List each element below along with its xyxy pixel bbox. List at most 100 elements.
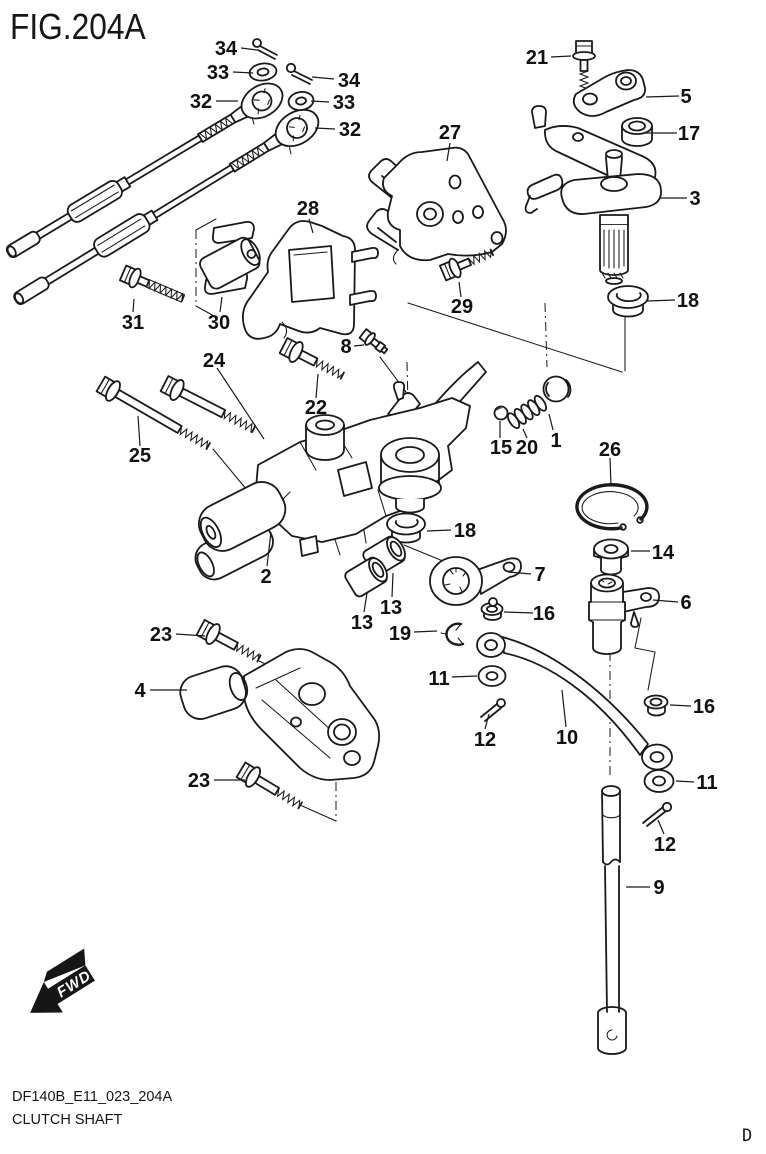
callout-leader-7 bbox=[507, 571, 532, 575]
callout-31: 31 bbox=[122, 312, 144, 334]
callout-29: 29 bbox=[451, 296, 473, 318]
callout-13: 13 bbox=[351, 612, 373, 634]
callout-leader-20 bbox=[522, 428, 528, 439]
callout-16: 16 bbox=[693, 696, 715, 718]
callout-leader-34 bbox=[240, 47, 258, 51]
part-15-ball bbox=[493, 405, 509, 421]
callout-14: 14 bbox=[652, 542, 675, 564]
part-33-washer-b bbox=[287, 91, 315, 111]
part-13-bushing-b bbox=[344, 556, 388, 598]
callout-2: 2 bbox=[260, 566, 271, 588]
page-letter: D bbox=[742, 1126, 753, 1146]
part-11-washer-b bbox=[643, 769, 675, 793]
part-32-cable-a bbox=[5, 82, 284, 259]
figure-title: FIG.204A bbox=[10, 6, 146, 47]
callout-32: 32 bbox=[339, 119, 361, 141]
part-7-lever bbox=[429, 556, 522, 607]
callout-20: 20 bbox=[516, 437, 538, 459]
callout-23: 23 bbox=[150, 624, 172, 646]
part-14-bushing bbox=[593, 538, 629, 576]
callout-16: 16 bbox=[533, 603, 555, 625]
part-10-link-rod bbox=[476, 632, 673, 771]
callout-leader-19 bbox=[413, 630, 438, 633]
callout-leader-10 bbox=[561, 689, 567, 728]
callout-leader-29 bbox=[458, 281, 462, 298]
part-34-pin-b bbox=[285, 62, 313, 85]
callout-13: 13 bbox=[380, 597, 402, 619]
callout-8: 8 bbox=[340, 336, 351, 358]
part-4-bracket bbox=[179, 648, 381, 781]
callout-leader-8 bbox=[353, 344, 365, 347]
callout-leader-22 bbox=[315, 373, 319, 399]
callout-leader-34 bbox=[311, 76, 335, 80]
callout-leader-23 bbox=[175, 633, 206, 637]
callout-24: 24 bbox=[203, 350, 226, 372]
callout-33: 33 bbox=[207, 62, 229, 84]
callout-leader-13 bbox=[391, 572, 394, 598]
part-12-cotter-pin-b bbox=[642, 801, 673, 827]
part-11-washer-a bbox=[477, 665, 507, 687]
drawing-code: DF140B_E11_023_204A bbox=[12, 1089, 173, 1105]
part-27-bracket bbox=[366, 146, 507, 265]
callout-5: 5 bbox=[680, 86, 691, 108]
callout-leader-6 bbox=[652, 599, 679, 603]
callout-leader-21 bbox=[550, 55, 572, 58]
part-30-cable-holder bbox=[199, 220, 261, 295]
callout-leader-16 bbox=[669, 704, 692, 707]
part-5-lever bbox=[572, 69, 646, 117]
part-33-washer-a bbox=[248, 62, 278, 82]
part-2-housing bbox=[194, 361, 487, 581]
callout-11: 11 bbox=[428, 668, 449, 690]
part-34-pin-a bbox=[252, 38, 278, 60]
callout-30: 30 bbox=[208, 312, 230, 334]
fwd-arrow: FWD bbox=[30, 948, 95, 1013]
callout-34: 34 bbox=[215, 38, 238, 60]
part-21-bolt bbox=[572, 40, 596, 92]
part-18-grommet-a bbox=[607, 285, 649, 318]
callout-15: 15 bbox=[490, 437, 512, 459]
callout-18: 18 bbox=[677, 290, 699, 312]
callout-leader-12 bbox=[657, 819, 665, 835]
part-3-clutch-shaft bbox=[524, 105, 662, 285]
part-32-cable-b bbox=[13, 108, 320, 305]
callout-leader-12 bbox=[484, 713, 490, 730]
callout-1: 1 bbox=[550, 430, 561, 452]
callout-26: 26 bbox=[599, 439, 621, 461]
callout-leader-24 bbox=[216, 367, 265, 440]
callout-34: 34 bbox=[338, 70, 361, 92]
part-12-cotter-pin-a bbox=[480, 698, 506, 722]
part-17-bushing bbox=[621, 117, 653, 147]
callout-6: 6 bbox=[680, 592, 691, 614]
callout-leader-30 bbox=[219, 296, 223, 313]
part-1-plug bbox=[542, 375, 572, 403]
callout-leader-33 bbox=[310, 100, 330, 103]
part-19-e-ring bbox=[440, 622, 465, 646]
callout-leader-32 bbox=[314, 127, 336, 130]
callout-10: 10 bbox=[556, 727, 578, 749]
part-31-bolt bbox=[119, 264, 185, 303]
callout-28: 28 bbox=[297, 198, 319, 220]
part-24-bolt bbox=[159, 375, 257, 434]
part-29-bolt bbox=[439, 248, 494, 282]
callout-leader-26 bbox=[609, 457, 612, 487]
part-25-bolt bbox=[95, 375, 211, 450]
part-26-snap-ring bbox=[575, 483, 649, 531]
callout-leader-18 bbox=[646, 299, 676, 302]
callout-7: 7 bbox=[534, 564, 545, 586]
callout-leader-1 bbox=[548, 413, 554, 431]
callout-33: 33 bbox=[333, 92, 355, 114]
callout-25: 25 bbox=[129, 445, 151, 467]
callout-23: 23 bbox=[188, 770, 210, 792]
callout-22: 22 bbox=[305, 397, 327, 419]
callout-27: 27 bbox=[439, 122, 461, 144]
callout-leader-11 bbox=[675, 780, 695, 783]
callout-21: 21 bbox=[526, 47, 548, 69]
callout-leader-16 bbox=[503, 611, 534, 614]
callout-4: 4 bbox=[134, 680, 146, 702]
callout-leader-5 bbox=[645, 95, 680, 98]
callout-9: 9 bbox=[653, 877, 664, 899]
callout-19: 19 bbox=[389, 623, 411, 645]
